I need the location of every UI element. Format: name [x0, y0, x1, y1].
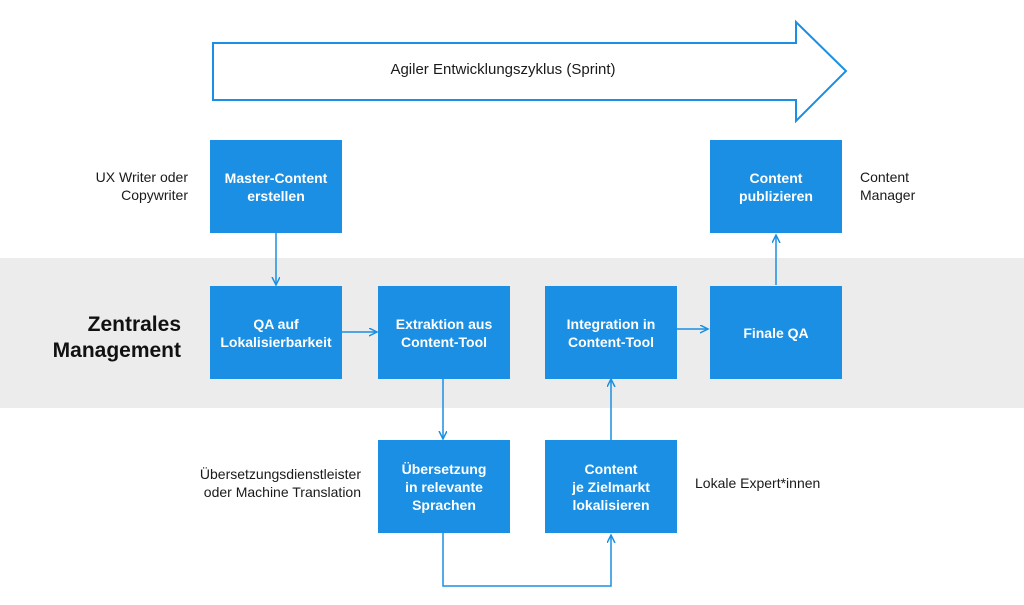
step-master-content: Master-Content erstellen — [210, 140, 342, 233]
step-final-qa: Finale QA — [710, 286, 842, 379]
step-translation: Übersetzung in relevante Sprachen — [378, 440, 510, 533]
central-management-band — [0, 258, 1024, 408]
sprint-arrow-label: Agiler Entwicklungszyklus (Sprint) — [390, 61, 616, 78]
role-local-experts: Lokale Expert*innen — [695, 475, 821, 491]
step-integration: Integration in Content-Tool — [545, 286, 677, 379]
step-extraction: Extraktion aus Content-Tool — [378, 286, 510, 379]
sprint-arrow-shape — [212, 19, 848, 124]
arrow-translation-to-localization — [442, 533, 611, 587]
role-translation-provider: Übersetzungsdienstleister oder Machine T… — [199, 466, 361, 500]
step-publish: Content publizieren — [710, 140, 842, 233]
step-localization: Content je Zielmarkt lokalisieren — [545, 440, 677, 533]
step-qa-localizability: QA auf Lokalisierbarkeit — [210, 286, 342, 379]
central-management-label: Zentrales Management — [52, 313, 181, 362]
role-ux-writer: UX Writer oder Copywriter — [95, 169, 188, 203]
role-content-manager: Content Manager — [860, 169, 916, 203]
